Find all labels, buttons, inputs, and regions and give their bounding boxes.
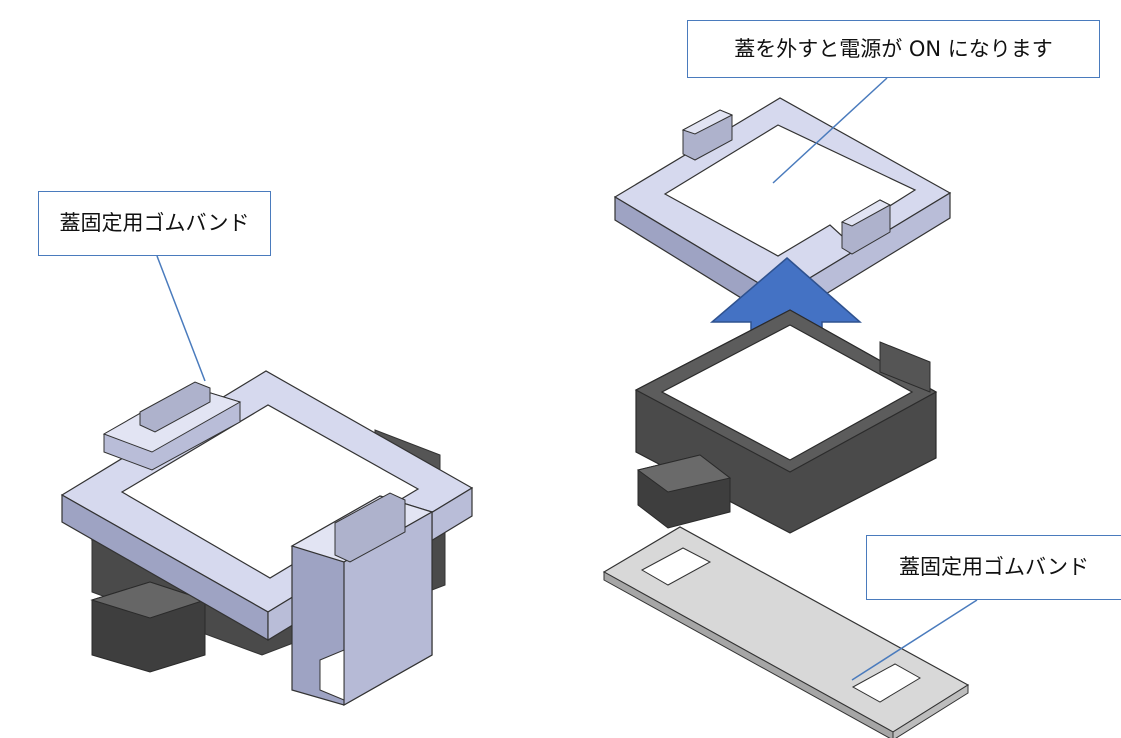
strap-slot-lower [851,663,921,703]
exploded-device [602,77,978,738]
callout-lid-removal-power-text: 蓋を外すと電源が ON になります [734,36,1053,61]
front-clip [290,492,434,707]
leader-line-top [772,77,888,184]
strap-slot-upper [640,547,712,586]
assembled-device [60,255,474,707]
assembled-lid [60,370,474,707]
leader-line-right [851,599,978,681]
leader-line-left [156,255,206,382]
callout-lid-removal-power: 蓋を外すと電源が ON になります [687,20,1100,78]
callout-rubber-band-right-text: 蓋固定用ゴムバンド [898,555,1090,579]
rubber-band-strap [602,526,970,738]
exploded-base [634,309,938,534]
callout-rubber-band-right: 蓋固定用ゴムバンド [866,535,1121,600]
callout-rubber-band-left: 蓋固定用ゴムバンド [38,191,271,256]
callout-rubber-band-left-text: 蓋固定用ゴムバンド [59,211,250,235]
exploded-lid [613,97,952,324]
